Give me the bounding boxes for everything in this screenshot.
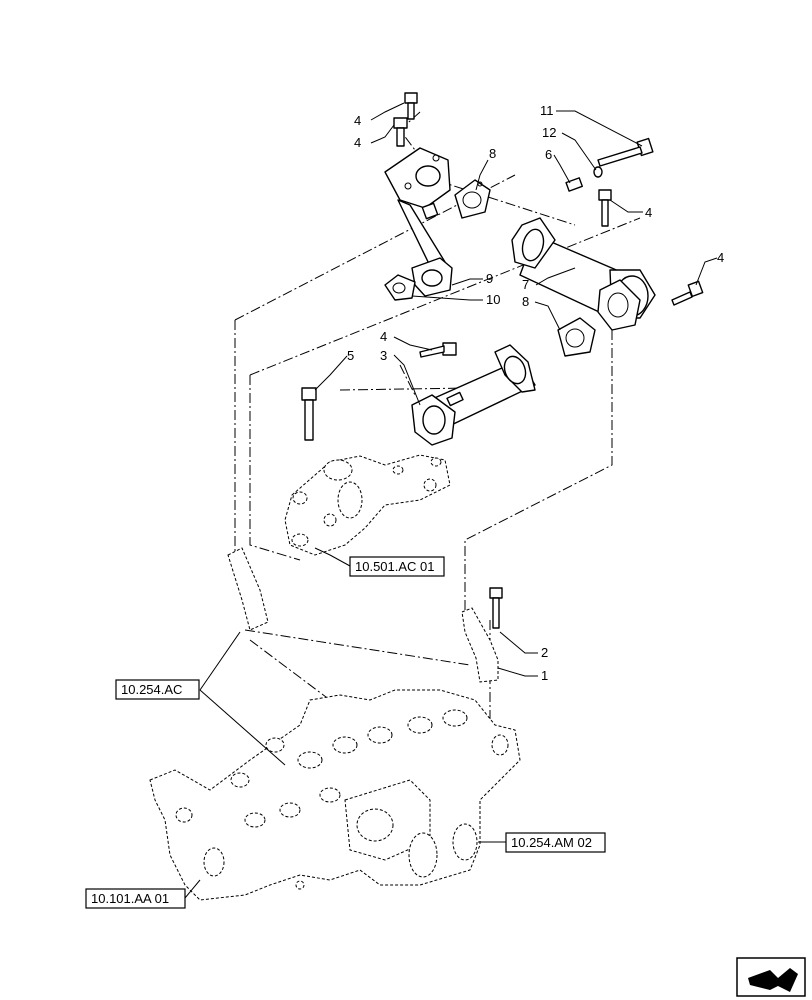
svg-text:10.254.AC: 10.254.AC — [121, 682, 182, 697]
sleeve-part-6 — [565, 177, 583, 192]
bolt-part-5 — [301, 387, 317, 441]
bracket-part-1 — [461, 607, 499, 683]
next-page-arrow-icon[interactable] — [736, 957, 806, 997]
callout-12: 12 — [542, 125, 556, 140]
callout-8: 8 — [522, 294, 529, 309]
reference-box-10-101-aa-01[interactable]: 10.101.AA 01 — [85, 888, 186, 909]
bolt-part-11 — [597, 137, 654, 167]
callout-5: 5 — [347, 348, 354, 363]
pipe-part-3 — [411, 344, 536, 446]
callout-4: 4 — [354, 113, 361, 128]
gasket-part-10 — [384, 274, 416, 301]
svg-text:10.101.AA 01: 10.101.AA 01 — [91, 891, 169, 906]
callout-6: 6 — [545, 147, 552, 162]
bolt-part-4-middle — [419, 342, 457, 358]
svg-text:10.254.AM 02: 10.254.AM 02 — [511, 835, 592, 850]
bolt-part-4-top — [404, 92, 418, 120]
leader-lines — [184, 102, 718, 899]
callout-3: 3 — [380, 348, 387, 363]
svg-text:10.501.AC 01: 10.501.AC 01 — [355, 559, 435, 574]
gasket-part-8-upper — [454, 179, 491, 219]
callout-4: 4 — [717, 250, 724, 265]
callout-1: 1 — [541, 668, 548, 683]
cylinder-head-reference — [149, 689, 521, 901]
callout-labels: 4 4 8 11 12 6 4 7 4 8 9 10 4 3 5 2 1 — [347, 103, 724, 683]
reference-box-10-501-ac-01[interactable]: 10.501.AC 01 — [349, 556, 445, 577]
callout-7: 7 — [522, 277, 529, 292]
pipe-part-7 — [511, 217, 656, 331]
callout-8: 8 — [489, 146, 496, 161]
bolt-part-4-second — [393, 117, 408, 147]
callout-4: 4 — [645, 205, 652, 220]
callout-2: 2 — [541, 645, 548, 660]
callout-4: 4 — [380, 329, 387, 344]
gasket-part-8-lower — [557, 317, 596, 357]
bolt-part-4-right — [598, 189, 612, 227]
bolt-part-2 — [489, 587, 503, 629]
bracket-left — [227, 547, 269, 631]
exhaust-manifold-reference — [284, 454, 451, 556]
callout-11: 11 — [540, 103, 554, 118]
callout-4: 4 — [354, 135, 361, 150]
bolt-part-4-far-right — [671, 280, 704, 306]
reference-box-10-254-ac[interactable]: 10.254.AC — [115, 679, 200, 700]
elbow-pipe-part-9 — [384, 147, 453, 297]
callout-10: 10 — [486, 292, 500, 307]
reference-box-10-254-am-02[interactable]: 10.254.AM 02 — [505, 832, 606, 853]
callout-9: 9 — [486, 271, 493, 286]
